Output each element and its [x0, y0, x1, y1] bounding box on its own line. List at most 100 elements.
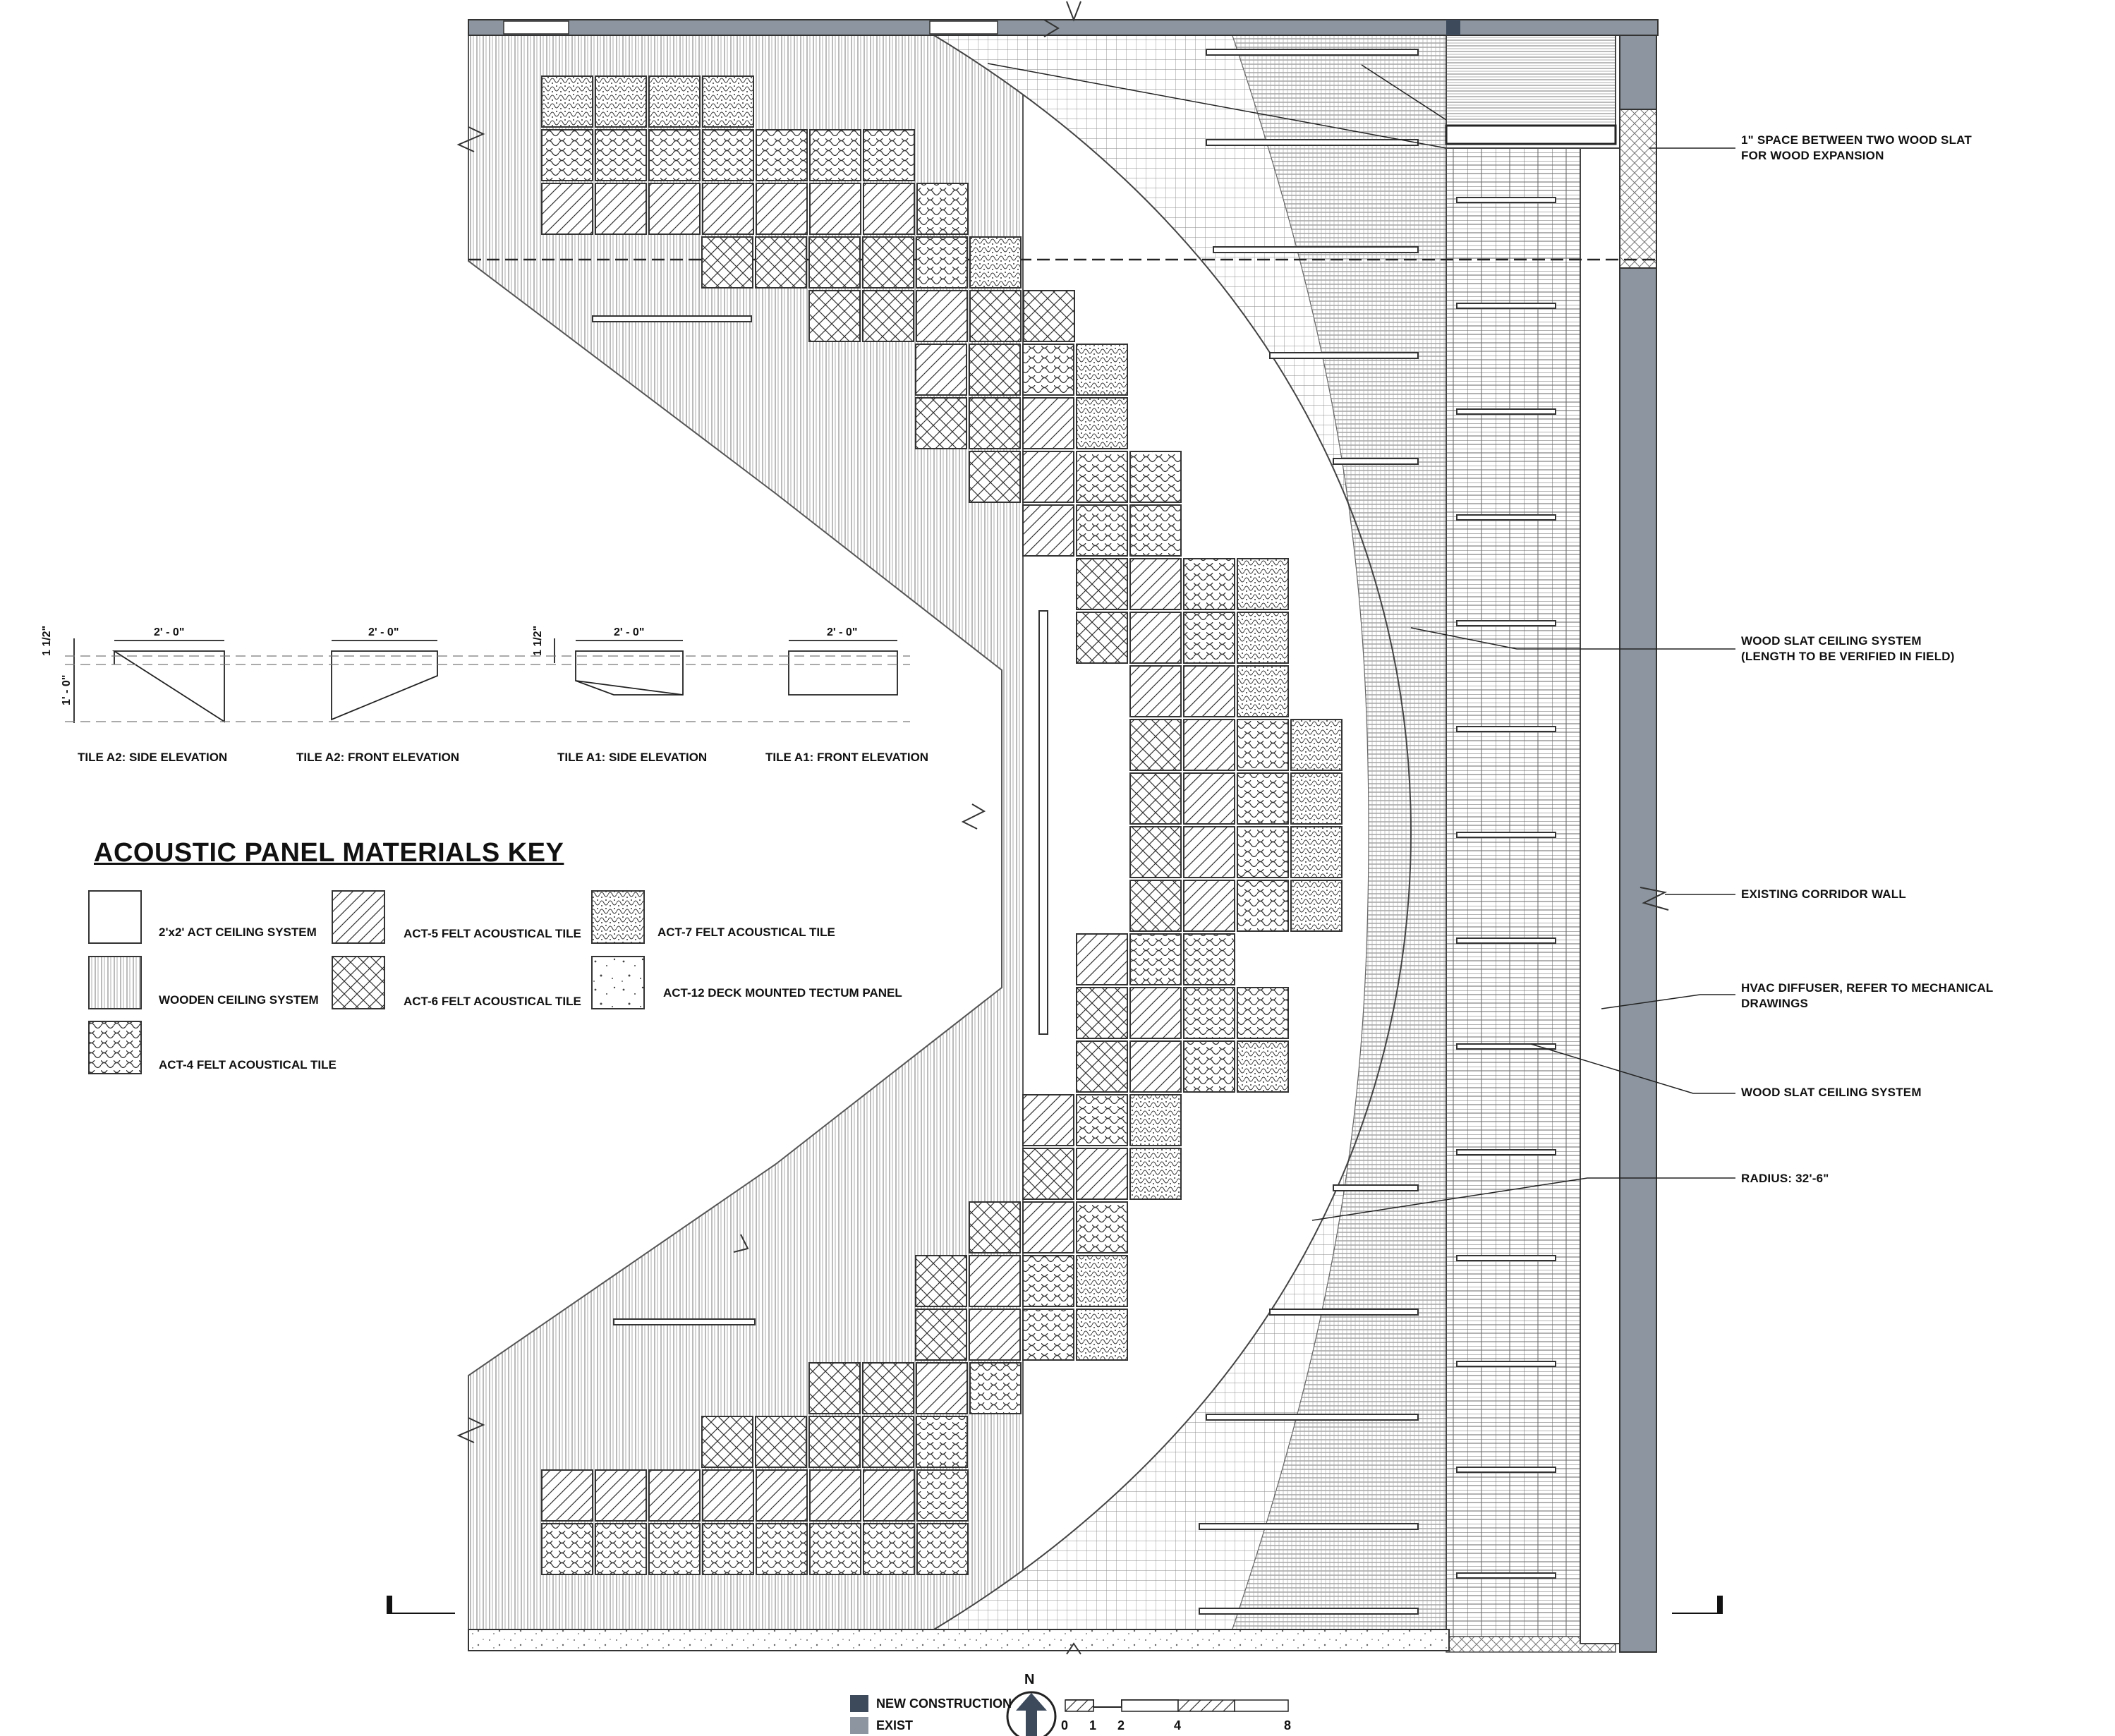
acoustic-tile-act5	[916, 290, 968, 342]
swatch-act7	[591, 890, 645, 944]
swatch-act4	[88, 1021, 142, 1074]
caption-a1-front: TILE A1: FRONT ELEVATION	[765, 751, 929, 764]
acoustic-tile-act6	[1022, 1148, 1074, 1200]
callout-hvac-diffuser: HVAC DIFFUSER, REFER TO MECHANICAL DRAWI…	[1741, 981, 1994, 1010]
dim-a1-thickness: 1 1/2"	[532, 625, 544, 656]
legend-swatch-exist	[850, 1717, 868, 1734]
acoustic-tile-act5	[1183, 826, 1235, 878]
acoustic-tile-act4	[969, 1362, 1022, 1414]
acoustic-tile-act4	[1022, 344, 1074, 396]
materials-key-title: ACOUSTIC PANEL MATERIALS KEY	[94, 838, 564, 868]
acoustic-tile-act5	[1129, 665, 1182, 717]
acoustic-tile-act4	[1183, 612, 1235, 664]
acoustic-tile-act7	[1290, 719, 1343, 771]
acoustic-tile-act5	[595, 183, 647, 235]
acoustic-tile-act4	[809, 129, 861, 181]
acoustic-tile-act4	[1237, 880, 1289, 932]
acoustic-tile-act4	[916, 236, 968, 289]
acoustic-tile-act6	[969, 344, 1021, 396]
acoustic-tile-act4	[1129, 504, 1182, 557]
swatch-act5	[332, 890, 385, 944]
acoustic-tile-act7	[648, 75, 701, 128]
acoustic-tile-act5	[1022, 1094, 1074, 1146]
acoustic-tile-act5	[969, 1309, 1021, 1361]
acoustic-tile-act4	[1237, 826, 1289, 878]
acoustic-tile-act4	[1183, 933, 1235, 985]
acoustic-tile-act4	[1237, 719, 1289, 771]
acoustic-tile-act6	[755, 1416, 807, 1468]
acoustic-tile-act7	[1290, 880, 1343, 932]
acoustic-tile-act6	[915, 1309, 967, 1361]
acoustic-tile-act5	[1183, 880, 1235, 932]
acoustic-tile-act4	[1022, 1309, 1074, 1361]
acoustic-tile-act4	[916, 1416, 968, 1468]
acoustic-tile-act5	[1129, 612, 1182, 664]
callout-radius: RADIUS: 32'-6"	[1741, 1172, 1829, 1185]
callout-wood-expansion: 1" SPACE BETWEEN TWO WOOD SLAT FOR WOOD …	[1741, 133, 1972, 162]
acoustic-tile-act6	[1023, 290, 1075, 342]
acoustic-tile-act5	[1183, 665, 1235, 717]
dim-a2-depth: 1' - 0"	[61, 674, 73, 705]
acoustic-tile-act4	[916, 1469, 969, 1522]
acoustic-tile-act6	[1076, 558, 1128, 610]
acoustic-tile-act6	[1076, 612, 1128, 664]
acoustic-tile-act7	[1076, 397, 1128, 449]
acoustic-tile-act4	[648, 129, 701, 181]
dim-a1-front-width: 2' - 0"	[827, 626, 858, 638]
acoustic-tile-act6	[969, 397, 1021, 449]
acoustic-tile-act6	[862, 236, 914, 289]
acoustic-tile-act6	[862, 1416, 914, 1468]
acoustic-tile-act6	[808, 1416, 861, 1468]
acoustic-tile-act5	[969, 1255, 1021, 1307]
caption-a2-front: TILE A2: FRONT ELEVATION	[296, 751, 460, 764]
acoustic-tile-act7	[1290, 826, 1343, 878]
key-label-act6: ACT-6 FELT ACOUSTICAL TILE	[404, 995, 581, 1008]
acoustic-tile-act4	[916, 1523, 969, 1575]
acoustic-tile-act5	[915, 344, 967, 396]
acoustic-tile-act5	[1022, 451, 1074, 503]
acoustic-tile-act4	[541, 1523, 593, 1575]
acoustic-tile-act5	[702, 1469, 754, 1522]
tile-detail-drawings	[65, 638, 910, 723]
legend-swatch-new	[850, 1695, 868, 1712]
acoustic-tile-act4	[595, 1523, 647, 1575]
acoustic-tile-act6	[969, 451, 1021, 503]
acoustic-tile-act5	[1183, 772, 1235, 825]
acoustic-tile-act6	[701, 1416, 753, 1468]
acoustic-tile-act4	[1129, 451, 1182, 503]
dim-a2-front-width: 2' - 0"	[368, 626, 399, 638]
acoustic-tile-act6	[915, 397, 967, 449]
acoustic-tile-act5	[1022, 1201, 1074, 1254]
callout-wood-slat-length: WOOD SLAT CEILING SYSTEM (LENGTH TO BE V…	[1741, 634, 1955, 663]
acoustic-tile-act4	[1183, 558, 1235, 610]
acoustic-tile-act6	[701, 236, 753, 289]
wood-slat-strip	[1445, 20, 1623, 1653]
acoustic-tile-act7	[1076, 1255, 1128, 1307]
dim-a2-side-width: 2' - 0"	[154, 626, 185, 638]
swatch-act-plain	[88, 890, 142, 944]
acoustic-tile-act6	[1076, 1040, 1128, 1093]
north-label: N	[1024, 1672, 1035, 1687]
acoustic-tile-act5	[1129, 987, 1182, 1039]
acoustic-tile-act5	[648, 183, 701, 235]
break-marks	[456, 1, 1669, 1655]
acoustic-tile-act4	[1076, 1094, 1128, 1146]
caption-a1-side: TILE A1: SIDE ELEVATION	[557, 751, 708, 764]
acoustic-tile-act7	[702, 75, 754, 128]
acoustic-tile-act5	[756, 1469, 808, 1522]
existing-corridor-wall	[1619, 20, 1657, 1653]
acoustic-tile-act5	[1129, 1040, 1182, 1093]
scale-tick-1: 1	[1089, 1718, 1097, 1732]
acoustic-tile-act7	[1290, 772, 1343, 825]
top-wall	[468, 19, 1659, 36]
acoustic-tile-act5	[916, 1362, 968, 1414]
key-label-act12: ACT-12 DECK MOUNTED TECTUM PANEL	[663, 986, 902, 1000]
acoustic-tile-act6	[808, 236, 861, 289]
acoustic-tile-act6	[1129, 880, 1182, 932]
acoustic-tile-act4	[1076, 504, 1128, 557]
acoustic-tile-act4	[1076, 1201, 1128, 1254]
acoustic-tile-act6	[808, 1362, 861, 1414]
acoustic-tile-act5	[595, 1469, 647, 1522]
acoustic-tile-act4	[648, 1523, 701, 1575]
